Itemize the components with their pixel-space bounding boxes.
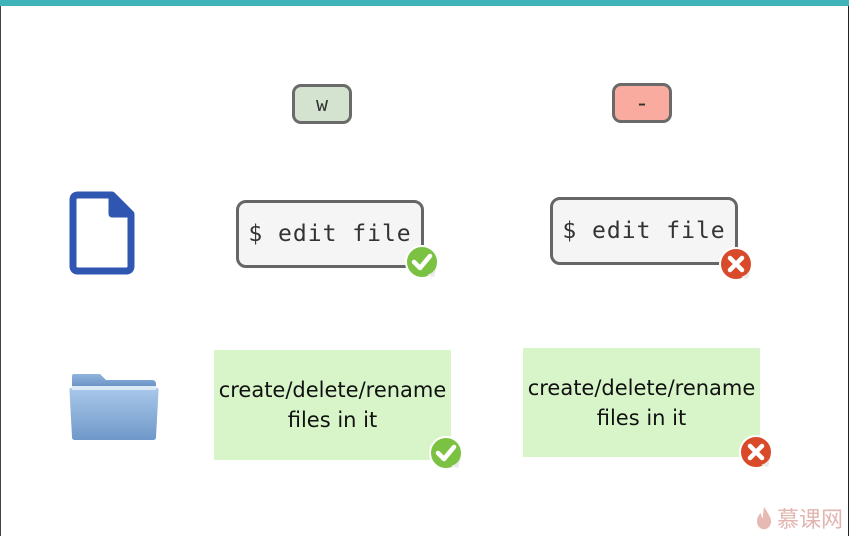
left-border	[0, 6, 1, 536]
directory-action-line1: create/delete/rename	[218, 378, 447, 402]
directory-action-line2: files in it	[287, 408, 378, 432]
edit-file-command-allowed: $ edit file	[236, 200, 424, 268]
check-icon	[405, 245, 439, 279]
watermark-logo: 慕课网	[755, 502, 843, 534]
directory-action-allowed: create/delete/rename files in it	[214, 350, 451, 460]
permission-write-badge: w	[292, 84, 352, 124]
watermark-text: 慕课网	[777, 508, 844, 533]
folder-icon	[68, 370, 160, 442]
directory-action-line2: files in it	[596, 405, 687, 430]
directory-action-denied: create/delete/rename files in it	[523, 348, 760, 457]
edit-file-command-denied: $ edit file	[550, 197, 738, 265]
top-accent-bar	[0, 0, 849, 6]
file-icon	[68, 190, 136, 276]
check-icon	[429, 436, 463, 470]
cross-icon	[719, 247, 753, 281]
directory-action-line1: create/delete/rename	[527, 375, 756, 400]
permission-none-badge: -	[612, 83, 672, 123]
flame-icon	[757, 507, 772, 530]
cross-icon	[739, 435, 773, 469]
